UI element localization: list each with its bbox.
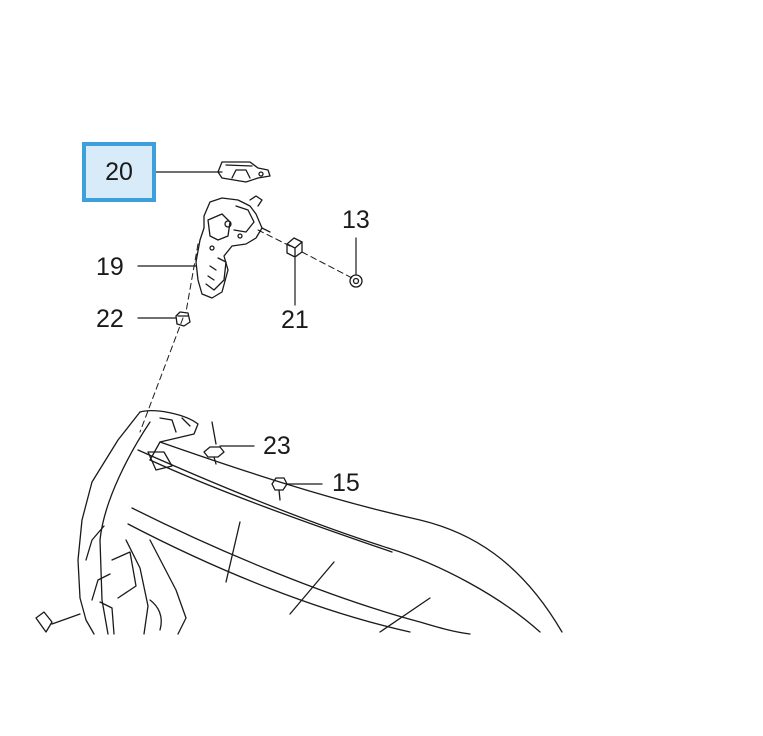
part-19-hood-latch[interactable] bbox=[195, 195, 271, 299]
part-23-screw[interactable] bbox=[203, 421, 225, 465]
callout-15[interactable]: 15 bbox=[332, 469, 360, 497]
callout-23[interactable]: 23 bbox=[263, 432, 291, 460]
callout-20-label: 20 bbox=[105, 157, 133, 186]
leader-lines bbox=[137, 171, 357, 485]
part-21-spacer[interactable] bbox=[286, 237, 303, 258]
callout-22[interactable]: 22 bbox=[96, 305, 124, 333]
callout-20-selected[interactable]: 20 bbox=[82, 142, 156, 202]
callout-13[interactable]: 13 bbox=[342, 206, 370, 234]
callout-21[interactable]: 21 bbox=[281, 306, 309, 334]
assembly-lines bbox=[139, 229, 353, 433]
part-20-bracket[interactable] bbox=[217, 161, 271, 183]
front-end-carrier bbox=[35, 410, 563, 635]
part-13-nut[interactable] bbox=[349, 274, 363, 288]
callout-19[interactable]: 19 bbox=[96, 253, 124, 281]
